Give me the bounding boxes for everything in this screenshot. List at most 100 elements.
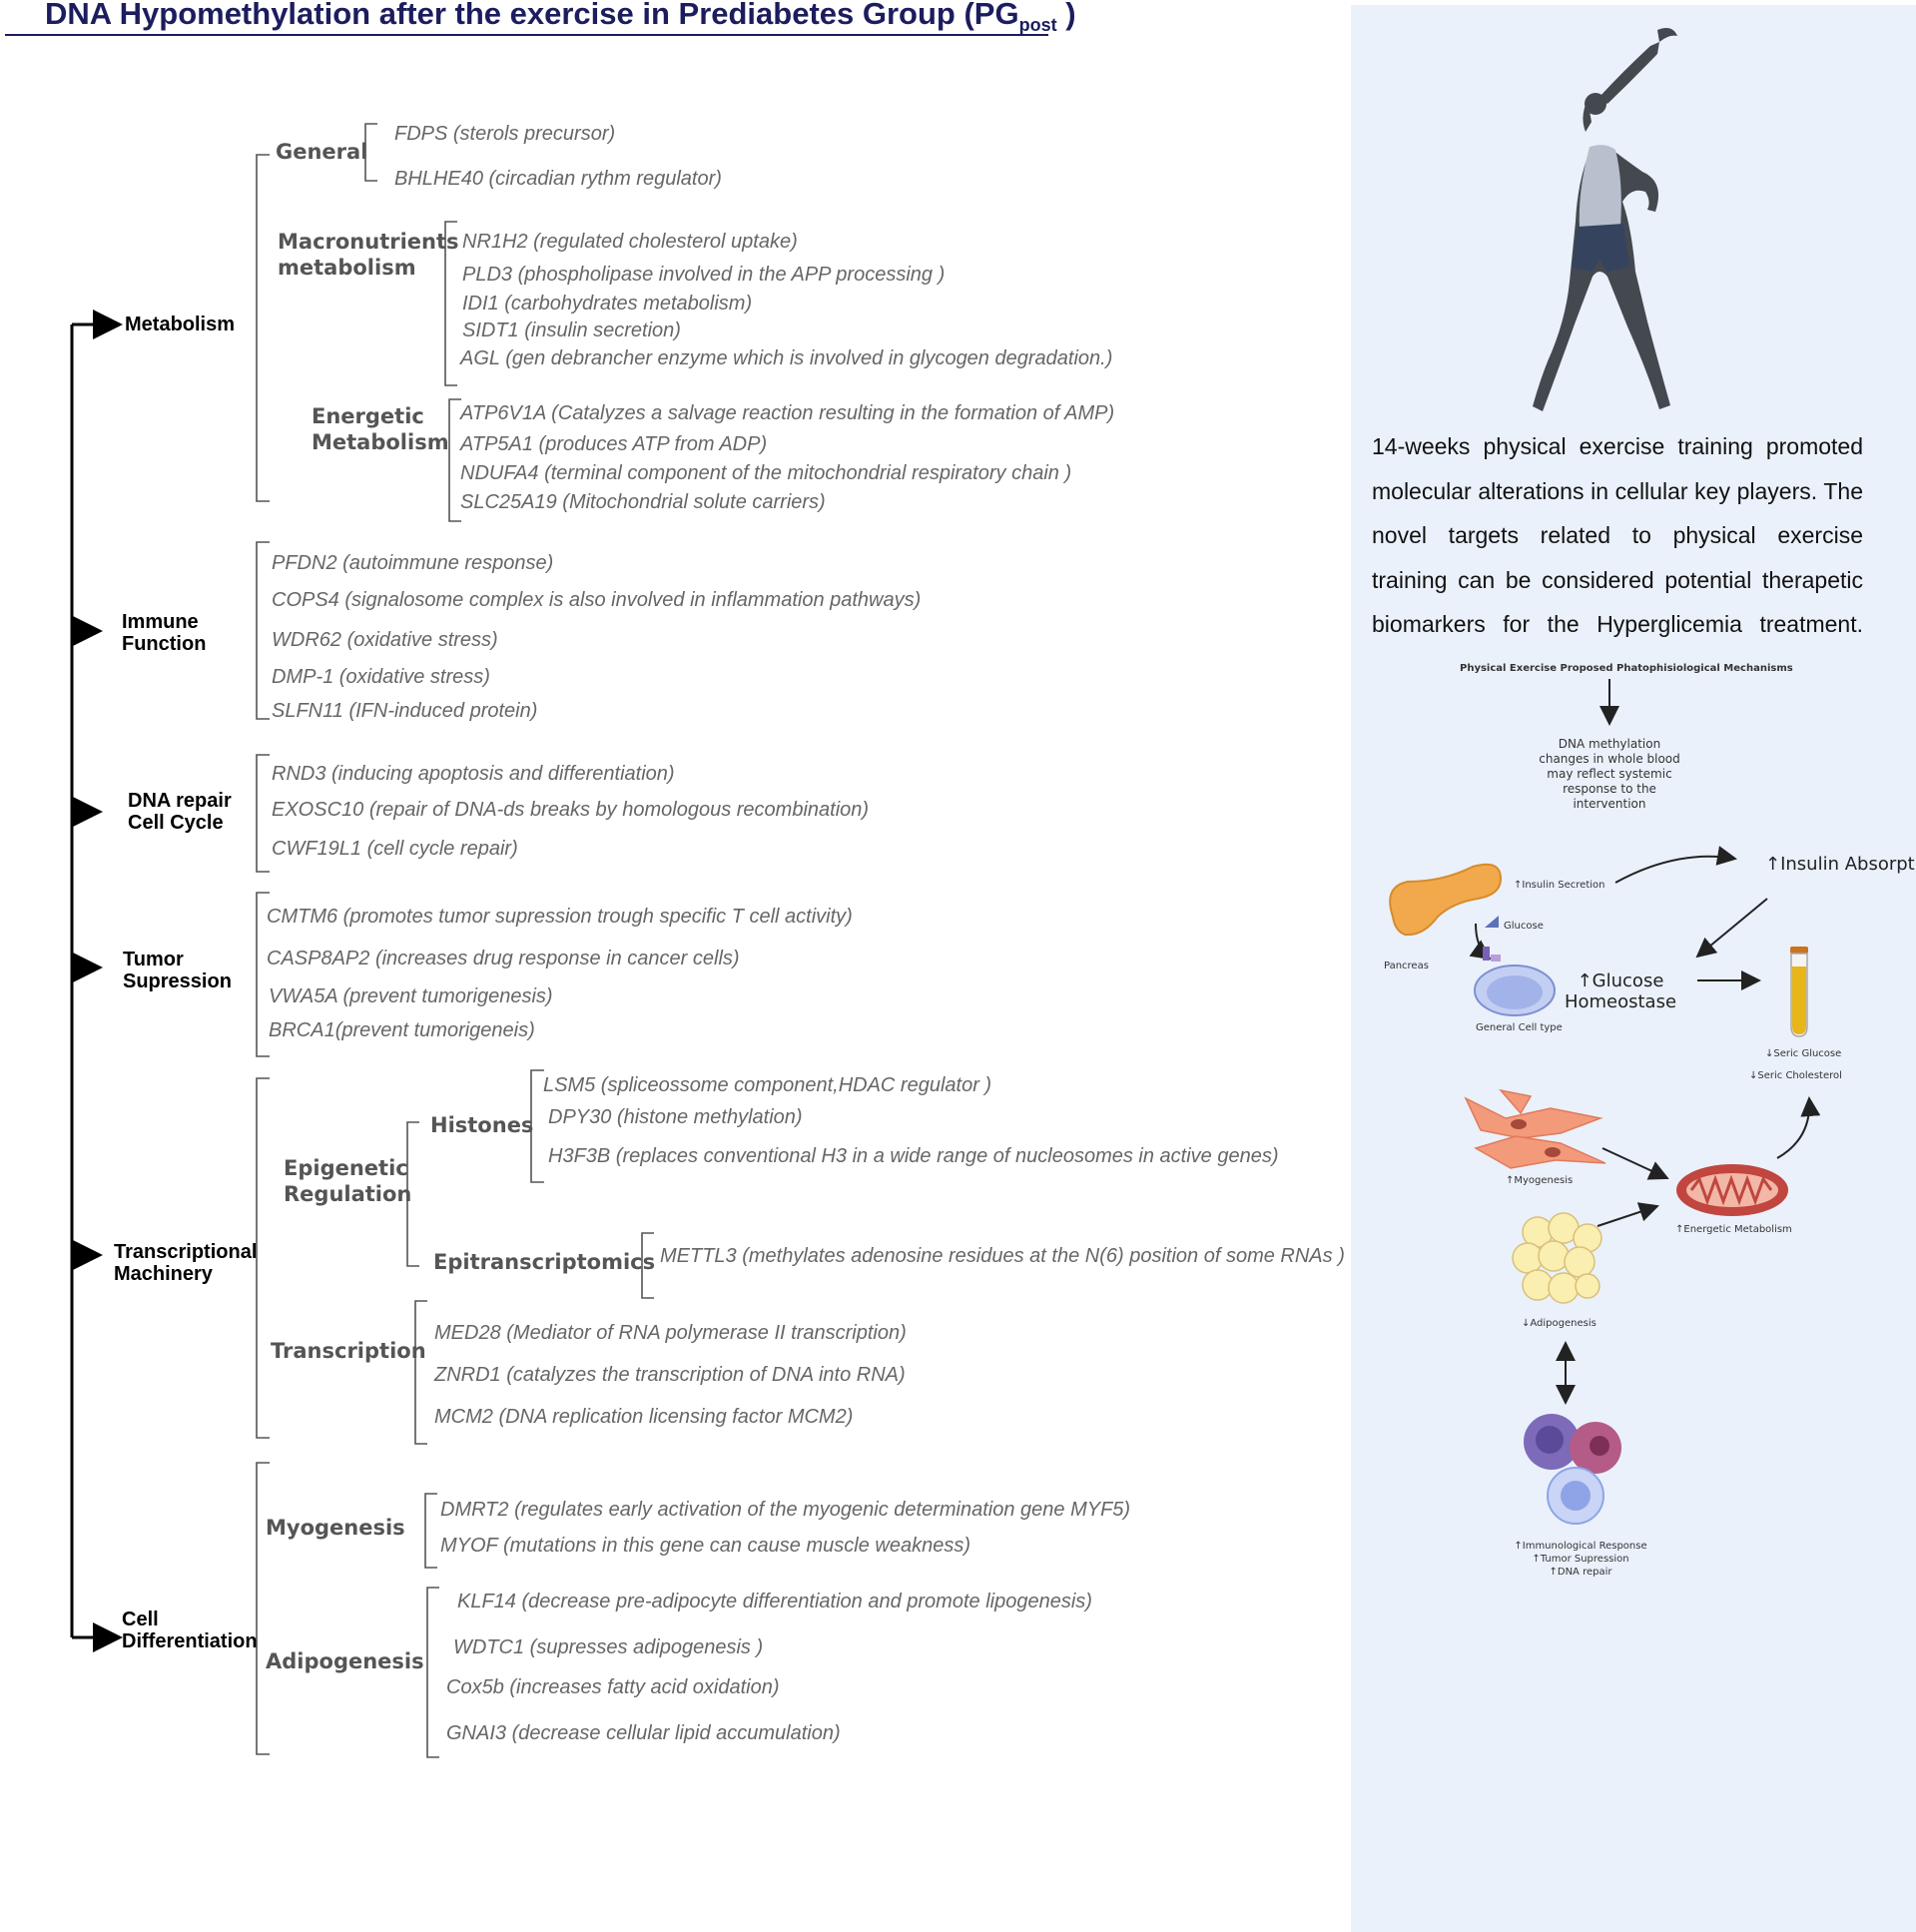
category-line: Function xyxy=(122,633,207,655)
gene-item: GNAI3 (decrease cellular lipid accumulat… xyxy=(446,1722,841,1744)
category-immune-function: Immune Function xyxy=(122,611,206,655)
subcategory-line: Energetic xyxy=(312,404,424,428)
subcategory-line: metabolism xyxy=(278,256,416,280)
gene-item: DMP-1 (oxidative stress) xyxy=(272,666,490,688)
glucose-label: Glucose xyxy=(1504,921,1544,932)
subcategory-epitranscriptomics: Epitranscriptomics xyxy=(433,1250,656,1274)
gene-item: IDI1 (carbohydrates metabolism) xyxy=(462,293,753,315)
category-line: Cell Cycle xyxy=(128,812,224,834)
homeostase-line: Homeostase xyxy=(1564,991,1677,1012)
gene-item: WDR62 (oxidative stress) xyxy=(272,629,498,651)
note-line: changes in whole blood xyxy=(1539,752,1680,766)
gene-item: CMTM6 (promotes tumor supression trough … xyxy=(267,906,853,928)
figure-title: DNA Hypomethylation after the exercise i… xyxy=(45,0,1076,36)
immuno-label: ↑Immunological Response ↑Tumor Supressio… xyxy=(1486,1540,1675,1579)
subcategory-line: Macronutrients xyxy=(278,230,459,254)
gene-item: LSM5 (spliceossome component,HDAC regula… xyxy=(543,1074,992,1096)
title-subscript: post xyxy=(1018,15,1057,36)
category-cell-differentiation: Cell Differentiation xyxy=(122,1609,258,1652)
pancreas-icon xyxy=(1389,863,1503,937)
gene-item: SLC25A19 (Mitochondrial solute carriers) xyxy=(460,491,826,513)
gene-item: NDUFA4 (terminal component of the mitoch… xyxy=(460,462,1072,484)
gene-item: CWF19L1 (cell cycle repair) xyxy=(272,838,518,860)
subcategory-energetic: Energetic Metabolism xyxy=(312,403,449,455)
category-line: Machinery xyxy=(114,1263,213,1285)
adipogenesis-label: ↓Adipogenesis xyxy=(1522,1318,1597,1329)
mitochondria-icon xyxy=(1676,1164,1788,1216)
insulin-secretion-label: ↑Insulin Secretion xyxy=(1514,880,1605,891)
gene-item: AGL (gen debrancher enzyme which is invo… xyxy=(460,347,1113,369)
title-main: DNA Hypomethylation after the exercise i… xyxy=(45,0,1019,31)
gene-item: CASP8AP2 (increases drug response in can… xyxy=(267,948,740,969)
category-line: DNA repair xyxy=(128,790,232,812)
category-line: Supression xyxy=(123,970,232,992)
subcategory-histones: Histones xyxy=(430,1113,534,1137)
gene-item: PFDN2 (autoimmune response) xyxy=(272,552,554,574)
category-transcriptional-machinery: Transcriptional Machinery xyxy=(114,1241,257,1285)
gene-item: ATP5A1 (produces ATP from ADP) xyxy=(460,433,768,455)
immuno-line: ↑Tumor Supression xyxy=(1532,1554,1629,1565)
subcategory-myogenesis: Myogenesis xyxy=(266,1516,405,1540)
category-line: Tumor xyxy=(123,949,184,970)
gene-item: KLF14 (decrease pre-adipocyte differenti… xyxy=(457,1591,1092,1612)
category-line: Cell xyxy=(122,1609,159,1630)
adipocytes-icon xyxy=(1512,1212,1602,1304)
exercising-woman-icon xyxy=(1533,28,1677,411)
cell-label: General Cell type xyxy=(1476,1022,1563,1033)
cell-icon xyxy=(1474,947,1556,1016)
subcategory-line: Metabolism xyxy=(312,430,449,454)
subcategory-epigenetic: Epigenetic Regulation xyxy=(284,1155,411,1207)
gene-item: FDPS (sterols precursor) xyxy=(394,123,616,145)
gene-item: MCM2 (DNA replication licensing factor M… xyxy=(434,1406,854,1428)
summary-text: 14-weeks physical exercise training prom… xyxy=(1372,433,1863,637)
subcategory-general: General xyxy=(276,140,368,164)
gene-item: BHLHE40 (circadian rythm regulator) xyxy=(394,168,722,190)
note-line: DNA methylation xyxy=(1558,737,1661,751)
insulin-absorption-label: ↑Insulin Absorption xyxy=(1765,854,1916,875)
note-line: may reflect systemic xyxy=(1547,767,1672,781)
category-line: Immune xyxy=(122,611,199,633)
category-line: Differentiation xyxy=(122,1630,258,1652)
gene-item: ZNRD1 (catalyzes the transcription of DN… xyxy=(434,1364,906,1386)
gene-item: MYOF (mutations in this gene can cause m… xyxy=(440,1535,970,1557)
gene-item: BRCA1(prevent tumorigeneis) xyxy=(269,1019,535,1041)
seric-cholesterol-label: ↓Seric Cholesterol xyxy=(1749,1070,1842,1081)
gene-item: DPY30 (histone methylation) xyxy=(548,1106,803,1128)
category-line: Transcriptional xyxy=(114,1241,258,1263)
pancreas-label: Pancreas xyxy=(1384,961,1429,971)
category-tumor-supression: Tumor Supression xyxy=(123,949,232,992)
glucose-homeostase-label: ↑Glucose Homeostase xyxy=(1546,970,1695,1012)
gene-item: COPS4 (signalosome complex is also invol… xyxy=(272,589,922,611)
blood-tube-icon xyxy=(1790,947,1808,1037)
note-line: response to the xyxy=(1563,782,1656,796)
gene-item: EXOSC10 (repair of DNA-ds breaks by homo… xyxy=(272,799,870,821)
gene-item: H3F3B (replaces conventional H3 in a wid… xyxy=(548,1145,1279,1167)
immune-cells-icon xyxy=(1524,1414,1621,1525)
gene-item: PLD3 (phospholipase involved in the APP … xyxy=(462,264,946,286)
gene-item: WDTC1 (supresses adipogenesis ) xyxy=(453,1636,764,1658)
gene-item: RND3 (inducing apoptosis and differentia… xyxy=(272,763,675,785)
muscle-cells-icon xyxy=(1464,1088,1606,1169)
gene-item: Cox5b (increases fatty acid oxidation) xyxy=(446,1676,780,1698)
dna-methylation-note: DNA methylation changes in whole blood m… xyxy=(1510,737,1709,812)
gene-item: ATP6V1A (Catalyzes a salvage reaction re… xyxy=(460,402,1115,424)
gene-item: VWA5A (prevent tumorigenesis) xyxy=(269,985,553,1007)
gene-item: METTL3 (methylates adenosine residues at… xyxy=(660,1245,1345,1267)
category-dna-repair: DNA repair Cell Cycle xyxy=(128,790,232,834)
title-close: ) xyxy=(1056,0,1076,31)
seric-glucose-label: ↓Seric Glucose xyxy=(1765,1048,1842,1059)
homeostase-line: ↑Glucose xyxy=(1577,970,1664,991)
gene-item: MED28 (Mediator of RNA polymerase II tra… xyxy=(434,1322,907,1344)
glucose-icon xyxy=(1485,916,1499,928)
gene-item: NR1H2 (regulated cholesterol uptake) xyxy=(462,231,798,253)
immuno-line: ↑Immunological Response xyxy=(1514,1541,1647,1552)
subcategory-line: Regulation xyxy=(284,1182,412,1206)
subcategory-transcription: Transcription xyxy=(271,1339,426,1363)
energetic-label: ↑Energetic Metabolism xyxy=(1675,1224,1792,1235)
category-metabolism: Metabolism xyxy=(125,314,236,335)
mechanisms-title: Physical Exercise Proposed Phatophisiolo… xyxy=(1460,663,1793,674)
gene-item: SLFN11 (IFN-induced protein) xyxy=(272,700,538,722)
gene-item: SIDT1 (insulin secretion) xyxy=(462,320,681,341)
immuno-line: ↑DNA repair xyxy=(1549,1567,1612,1578)
gene-item: DMRT2 (regulates early activation of the… xyxy=(440,1499,1131,1521)
